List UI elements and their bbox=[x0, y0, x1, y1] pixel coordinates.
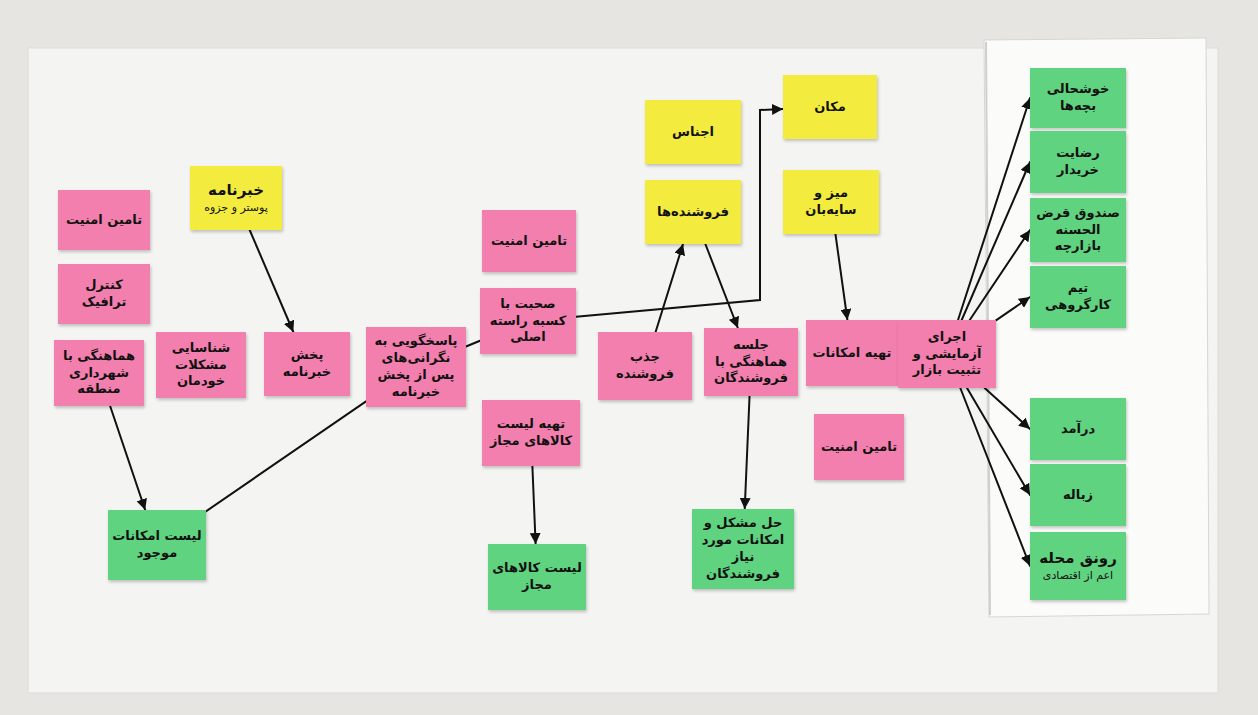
outcome-note: خوشحالی بچه‌ها bbox=[1030, 68, 1126, 128]
connector-arrow bbox=[705, 244, 737, 328]
connector-arrow bbox=[745, 396, 750, 509]
task-note: کنترل ترافیک bbox=[58, 264, 150, 324]
resource-note: اجناس bbox=[645, 100, 741, 164]
note-text: صندوق قرض الحسنه بازارچه bbox=[1034, 205, 1122, 256]
resource-note: خبرنامهپوستر و جزوه bbox=[190, 166, 282, 230]
connector-arrow bbox=[958, 98, 1030, 320]
connector-arrow bbox=[656, 244, 683, 332]
outcome-panel bbox=[984, 38, 1209, 617]
note-text: پخش خبرنامه bbox=[268, 347, 346, 381]
outcome-note: صندوق قرض الحسنه بازارچه bbox=[1030, 198, 1126, 262]
note-text: خبرنامه bbox=[194, 181, 278, 201]
outcome-note: لیست کالاهای مجاز bbox=[488, 544, 586, 610]
outcome-note: لیست امکانات موجود bbox=[108, 510, 206, 580]
outcome-note: درآمد bbox=[1030, 398, 1126, 460]
connector-arrow bbox=[110, 406, 145, 510]
task-note: صحبت با کسبه راسته اصلی bbox=[480, 288, 576, 354]
note-text: لیست امکانات موجود bbox=[112, 528, 202, 562]
connector-arrow bbox=[996, 297, 1030, 320]
task-note: تامین امنیت bbox=[482, 210, 576, 272]
note-text: مکان bbox=[787, 99, 873, 116]
task-note: پاسخگویی به نگرانی‌های پس از پخش خبرنامه bbox=[366, 327, 466, 407]
task-note: جلسه هماهنگی با فروشندگان bbox=[704, 328, 798, 396]
connector-arrow bbox=[985, 388, 1030, 429]
note-text: اجناس bbox=[649, 124, 737, 141]
note-text: فروشنده‌ها bbox=[649, 204, 737, 221]
connector-arrow bbox=[962, 162, 1030, 320]
task-note: شناسایی مشکلات خودمان bbox=[156, 332, 246, 398]
note-text: حل مشکل و امکانات مورد نیاز فروشندگان bbox=[696, 515, 790, 583]
connector-arrow bbox=[250, 230, 294, 332]
note-text: لیست کالاهای مجاز bbox=[492, 560, 582, 594]
resource-note: فروشنده‌ها bbox=[645, 180, 741, 244]
task-note: تامین امنیت bbox=[58, 190, 150, 250]
connector-arrow bbox=[960, 388, 1030, 566]
note-text: رضایت خریدار bbox=[1034, 145, 1122, 179]
connector-arrow bbox=[835, 234, 847, 320]
outcome-note: رضایت خریدار bbox=[1030, 131, 1126, 193]
note-text: تامین امنیت bbox=[62, 212, 146, 229]
note-text: زباله bbox=[1034, 487, 1122, 504]
outcome-note: زباله bbox=[1030, 464, 1126, 526]
note-text: هماهنگی با شهرداری منطقه bbox=[58, 348, 140, 399]
task-note: تامین امنیت bbox=[814, 414, 904, 480]
note-text: پاسخگویی به نگرانی‌های پس از پخش خبرنامه bbox=[370, 333, 462, 401]
note-text: اجرای آزمایشی و تثبیت بازار bbox=[902, 329, 992, 380]
task-note: هماهنگی با شهرداری منطقه bbox=[54, 340, 144, 406]
note-text: صحبت با کسبه راسته اصلی bbox=[484, 296, 572, 347]
connector-arrow bbox=[967, 388, 1030, 495]
connector-arrow bbox=[532, 466, 535, 544]
note-text: درآمد bbox=[1034, 421, 1122, 438]
note-text: تهیه امکانات bbox=[810, 345, 894, 362]
note-text: تهیه لیست کالاهای مجاز bbox=[486, 416, 576, 450]
outcome-note: تیم کارگروهی bbox=[1030, 266, 1126, 328]
note-text: جذب فروشنده bbox=[602, 349, 688, 383]
note-text: رونق محله bbox=[1034, 549, 1122, 569]
note-text: شناسایی مشکلات خودمان bbox=[160, 340, 242, 391]
task-note: تهیه لیست کالاهای مجاز bbox=[482, 400, 580, 466]
task-note: تهیه امکانات bbox=[806, 320, 898, 386]
resource-note: میز و سایه‌بان bbox=[783, 170, 879, 234]
note-subtext: پوستر و جزوه bbox=[194, 201, 278, 215]
note-text: میز و سایه‌بان bbox=[787, 185, 875, 219]
connector-arrow bbox=[970, 230, 1030, 320]
connector-arrow bbox=[206, 401, 366, 511]
connector-arrow bbox=[466, 341, 480, 347]
outcome-note: حل مشکل و امکانات مورد نیاز فروشندگان bbox=[692, 509, 794, 589]
outcome-note: رونق محلهاعم از اقتصادی bbox=[1030, 532, 1126, 600]
note-text: خوشحالی بچه‌ها bbox=[1034, 81, 1122, 115]
note-text: جلسه هماهنگی با فروشندگان bbox=[708, 337, 794, 388]
note-text: تیم کارگروهی bbox=[1034, 280, 1122, 314]
resource-note: مکان bbox=[783, 75, 877, 139]
task-note: پخش خبرنامه bbox=[264, 332, 350, 396]
note-text: کنترل ترافیک bbox=[62, 277, 146, 311]
task-note: اجرای آزمایشی و تثبیت بازار bbox=[898, 320, 996, 388]
task-note: جذب فروشنده bbox=[598, 332, 692, 400]
note-subtext: اعم از اقتصادی bbox=[1034, 569, 1122, 583]
note-text: تامین امنیت bbox=[818, 439, 900, 456]
note-text: تامین امنیت bbox=[486, 233, 572, 250]
